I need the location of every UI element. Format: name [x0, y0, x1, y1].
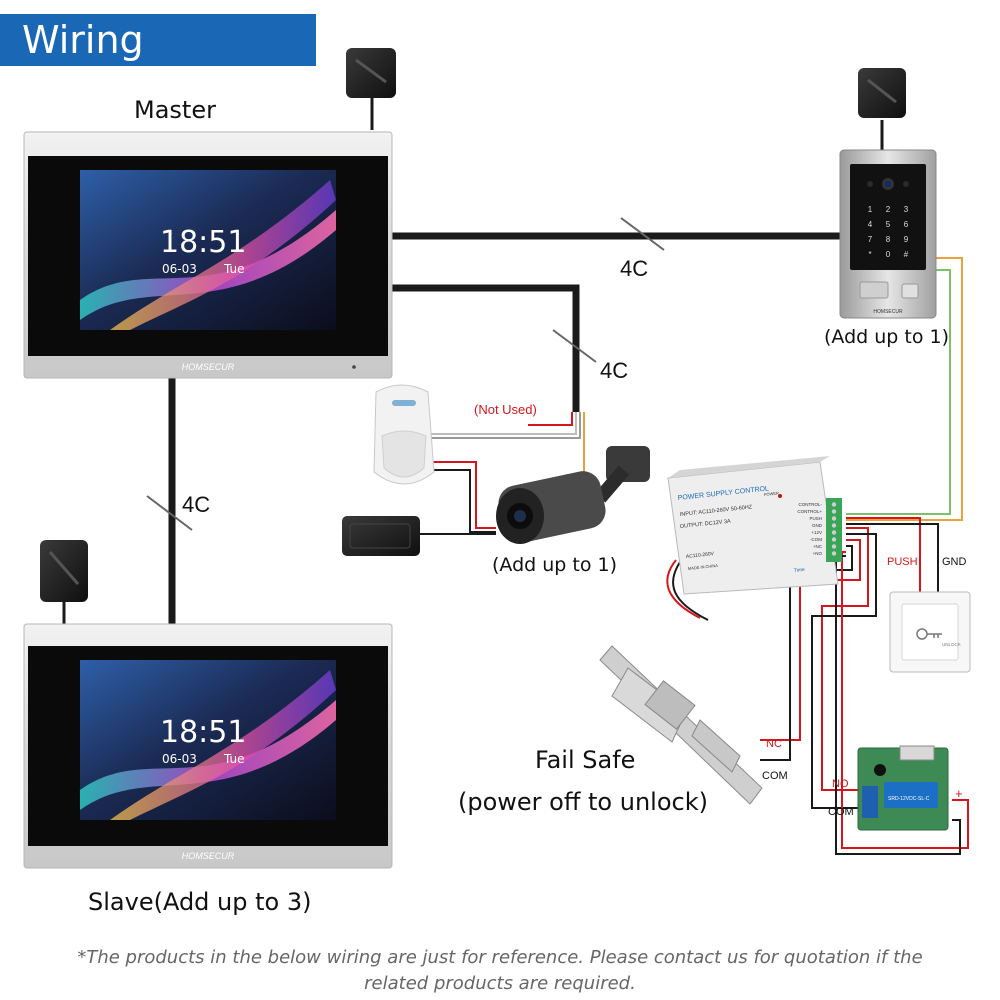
label-plus: +	[955, 786, 963, 801]
psu-terminal-label: +12V	[811, 530, 822, 535]
cable-master-camera	[392, 284, 580, 412]
relay-text: SRD-12VDC-SL-C	[888, 796, 930, 802]
master-clock-date: 06-03	[162, 262, 197, 276]
keypad-key: *	[868, 250, 871, 259]
label-camera-note: (Add up to 1)	[492, 554, 617, 576]
tag-4c-slave: 4C	[182, 492, 210, 517]
keypad-key: 0	[886, 250, 891, 259]
cables	[62, 92, 969, 855]
keypad-key: 2	[886, 205, 891, 214]
keypad-key: 8	[886, 235, 891, 244]
psu-terminal-screw	[831, 544, 837, 549]
slash-mark	[552, 329, 597, 363]
fail-safe-lock	[599, 645, 763, 805]
master-monitor: 18:51 06-03 Tue HOMSECUR	[23, 131, 393, 379]
keypad-key: 7	[868, 235, 873, 244]
psu-time-label: Time	[794, 567, 806, 574]
relay-module: SRD-12VDC-SL-C	[857, 745, 949, 831]
psu-terminal-screw	[831, 551, 837, 556]
footnote: *The products in the below wiring are ju…	[77, 947, 923, 994]
psu-power-led-label: POWER	[764, 490, 780, 497]
slave-clock-time: 18:51	[160, 715, 246, 750]
power-adapter-slave	[40, 540, 88, 602]
pir-sensor	[373, 384, 435, 485]
label-slave: Slave(Add up to 3)	[88, 888, 312, 916]
psu-terminal-label: -COM	[810, 537, 822, 542]
label-com-lock: COM	[762, 770, 788, 782]
doorbell-brand: HOMSECUR	[873, 309, 903, 315]
bullet-camera	[496, 446, 650, 544]
psu-terminal-label: PUSH	[809, 516, 822, 521]
tag-4c-doorbell: 4C	[620, 256, 648, 281]
slash-mark	[620, 217, 665, 251]
title-banner: Wiring Diagram	[0, 14, 316, 114]
label-doorbell-note: (Add up to 1)	[824, 326, 949, 348]
psu-terminal-label: +NO	[813, 551, 823, 556]
keypad-key: 1	[868, 205, 873, 214]
diagram-title: Wiring Diagram	[22, 18, 186, 114]
slave-brand: HOMSECUR	[182, 851, 235, 861]
master-clock-day: Tue	[223, 262, 245, 276]
keypad-key: 5	[886, 220, 891, 229]
label-nc: NC	[766, 738, 782, 750]
tag-4c-camera: 4C	[600, 358, 628, 383]
master-brand: HOMSECUR	[182, 362, 235, 372]
slave-clock-date: 06-03	[162, 752, 197, 766]
keypad-key: 6	[904, 220, 909, 229]
keypad-key: 4	[868, 220, 873, 229]
keypad-key: 3	[904, 205, 909, 214]
keypad-key: #	[904, 250, 909, 259]
psu-terminal-label: +NC	[813, 544, 823, 549]
keypad-key: 9	[904, 235, 909, 244]
label-master: Master	[134, 96, 216, 124]
psu-terminal-screw	[831, 502, 837, 507]
label-com-relay: COM	[828, 806, 854, 818]
psu-terminal-screw	[831, 530, 837, 535]
psu-terminal-label: GND	[812, 523, 823, 528]
psu-output: OUTPUT: DC12V 3A	[680, 519, 732, 530]
psu-terminal-screw	[831, 516, 837, 521]
label-minus: -	[955, 812, 960, 827]
power-adapter-camera	[342, 516, 420, 556]
psu-terminal-screw	[831, 537, 837, 542]
psu-terminal-label: CONTROL-	[799, 502, 823, 507]
label-fail-safe-note: (power off to unlock)	[458, 788, 708, 816]
psu-terminal-label: CONTROL+	[797, 509, 822, 514]
slave-monitor: 18:51 06-03 Tue HOMSECUR	[23, 623, 393, 869]
label-no: NO	[832, 778, 849, 790]
power-supply-unit: POWER SUPPLY CONTROL POWER INPUT: AC110-…	[667, 456, 842, 595]
doorbell-keypad: 1 2 3 4 5 6 7 8 9 * 0 # HOMSECUR	[839, 149, 937, 319]
psu-ac: AC110-260V	[686, 551, 715, 560]
slave-clock-day: Tue	[223, 752, 245, 766]
psu-terminal-screw	[831, 523, 837, 528]
power-adapter-master	[346, 48, 396, 98]
power-adapter-doorbell	[858, 68, 906, 118]
psu-terminal-screw	[831, 509, 837, 514]
slash-mark	[146, 495, 193, 531]
label-fail-safe: Fail Safe	[535, 746, 636, 774]
label-push: PUSH	[887, 556, 918, 568]
label-not-used: (Not Used)	[474, 402, 537, 417]
exit-button-text: UNLOCK	[942, 642, 961, 647]
psu-made-in: MADE IN CHINA	[688, 563, 719, 571]
label-gnd: GND	[942, 556, 967, 568]
master-clock-time: 18:51	[160, 225, 246, 260]
exit-button: UNLOCK	[889, 591, 971, 673]
